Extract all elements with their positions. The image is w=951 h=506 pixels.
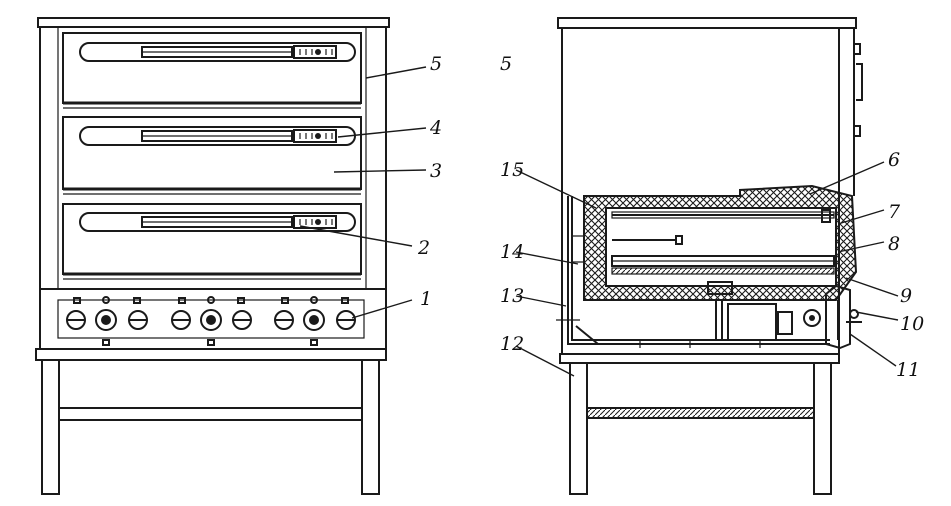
door-handle [79, 42, 356, 62]
callout-7: 13 [500, 285, 524, 307]
front-view [35, 17, 390, 495]
callout-10: 6 [888, 149, 900, 171]
thermometer-scale [293, 45, 337, 59]
callout-15: 11 [896, 359, 920, 381]
callout-9: 15 [500, 159, 524, 181]
thermocouple-probe [612, 235, 683, 245]
door-handle [79, 212, 356, 232]
callout-labels: 5 4 3 2 1 5 15 14 13 12 6 7 8 9 10 11 [417, 53, 924, 381]
terminal-box [727, 303, 777, 341]
front-base-rail [35, 348, 387, 361]
callout-11: 7 [888, 201, 901, 223]
control-panel [39, 288, 387, 350]
side-top-plate [557, 17, 857, 29]
side-view [556, 17, 863, 495]
chamber-door-bottom [62, 203, 362, 280]
chamber-door-top [62, 32, 362, 109]
control-switch [803, 284, 862, 350]
callout-14: 10 [900, 313, 924, 335]
heating-element-top [611, 209, 835, 223]
stand-shelf [586, 407, 815, 419]
callout-5-side: 5 [500, 53, 512, 75]
thermometer-scale [293, 129, 337, 143]
front-stand [41, 359, 380, 495]
front-body [39, 26, 387, 290]
callout-6: 12 [500, 333, 524, 355]
side-stand [569, 362, 832, 495]
hearth-shelf [611, 255, 835, 275]
callout-8: 14 [500, 241, 524, 263]
front-top-plate [37, 17, 390, 28]
callout-1: 1 [420, 288, 432, 310]
leader-lines [299, 66, 899, 377]
switch-knobs [66, 309, 356, 331]
callout-5-front: 5 [430, 53, 442, 75]
indicator-lamps [73, 296, 349, 346]
callout-13: 9 [900, 285, 912, 307]
chamber-door-middle [62, 116, 362, 195]
side-base-rail [559, 353, 840, 364]
callout-4: 4 [429, 117, 442, 139]
callout-3: 3 [430, 160, 442, 182]
callout-12: 8 [888, 233, 900, 255]
door-handle [79, 126, 356, 146]
callout-2: 2 [417, 237, 430, 259]
